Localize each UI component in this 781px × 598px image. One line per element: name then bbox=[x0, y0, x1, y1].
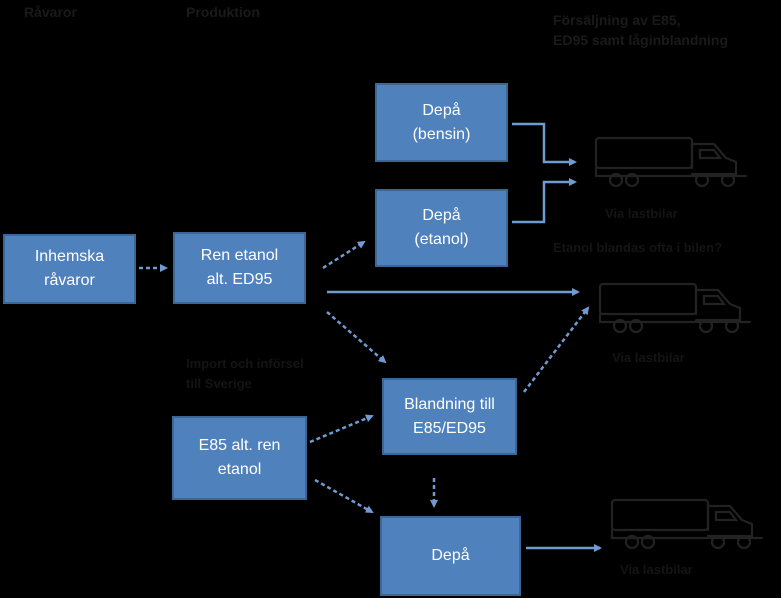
box-blending: Blandning till E85/ED95 bbox=[382, 378, 517, 455]
caption-via-trucks-1: Via lastbilar bbox=[605, 206, 678, 221]
arrow-depot-gasoline-to-truck1 bbox=[512, 122, 577, 166]
header-production: Produktion bbox=[186, 4, 260, 20]
truck-icon bbox=[594, 136, 748, 188]
truck-icon bbox=[610, 498, 764, 550]
box-pure-ethanol: Ren etanol alt. ED95 bbox=[173, 232, 306, 304]
arrow-e85-to-blending bbox=[309, 414, 374, 444]
truck-icon bbox=[598, 282, 752, 334]
header-raw-materials: Råvaror bbox=[24, 4, 77, 20]
arrow-ethanol-to-blending bbox=[326, 311, 387, 364]
arrow-e85-to-depot bbox=[314, 478, 374, 514]
box-depot-ethanol: Depå (etanol) bbox=[375, 189, 508, 267]
caption-via-trucks-3: Via lastbilar bbox=[620, 562, 693, 577]
caption-blend-note: Etanol blandas ofta i bilen? bbox=[553, 240, 723, 255]
box-depot-gasoline: Depå (bensin) bbox=[375, 83, 508, 162]
box-domestic-raw-materials: Inhemska råvaror bbox=[3, 234, 136, 304]
arrow-ethanol-to-depot-ethanol bbox=[322, 240, 366, 270]
caption-via-trucks-2: Via lastbilar bbox=[612, 350, 685, 365]
caption-import: Import och införsel till Sverige bbox=[186, 356, 304, 391]
box-e85-import: E85 alt. ren etanol bbox=[172, 416, 307, 500]
arrow-depot-ethanol-to-truck1 bbox=[512, 178, 577, 224]
box-depot: Depå bbox=[380, 516, 521, 596]
header-sales: Försäljning av E85, ED95 samt låginbland… bbox=[553, 12, 729, 48]
arrow-blending-to-truck2 bbox=[523, 306, 590, 393]
